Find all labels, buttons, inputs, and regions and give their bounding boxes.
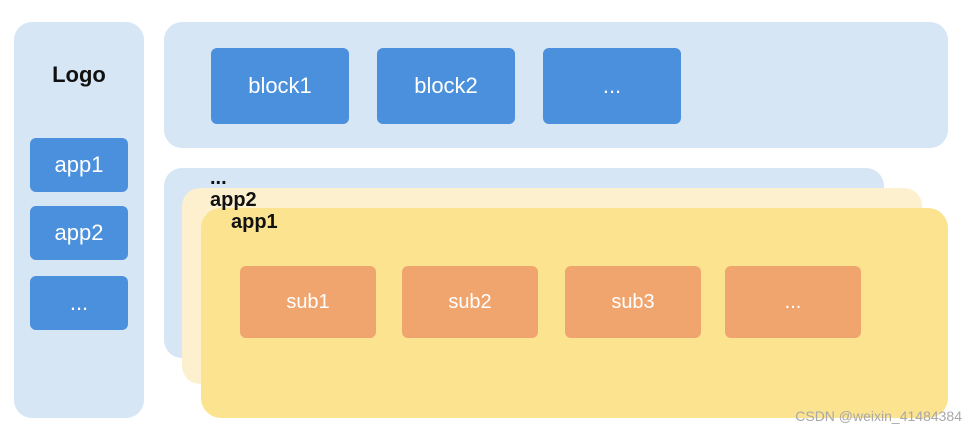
- block-more-button[interactable]: ...: [543, 48, 681, 124]
- sub1-button[interactable]: sub1: [240, 266, 376, 338]
- block1-button[interactable]: block1: [211, 48, 349, 124]
- sidebar-item-more[interactable]: ...: [30, 276, 128, 330]
- layer-label-more: ...: [210, 167, 227, 189]
- layer-label-app2: app2: [210, 189, 257, 211]
- sidebar-item-app1[interactable]: app1: [30, 138, 128, 192]
- block2-button[interactable]: block2: [377, 48, 515, 124]
- sub3-button[interactable]: sub3: [565, 266, 701, 338]
- watermark: CSDN @weixin_41484384: [795, 408, 962, 424]
- layer-label-app1: app1: [231, 211, 278, 233]
- sub2-button[interactable]: sub2: [402, 266, 538, 338]
- logo: Logo: [52, 62, 106, 87]
- sidebar-item-app2[interactable]: app2: [30, 206, 128, 260]
- sub-more-button[interactable]: ...: [725, 266, 861, 338]
